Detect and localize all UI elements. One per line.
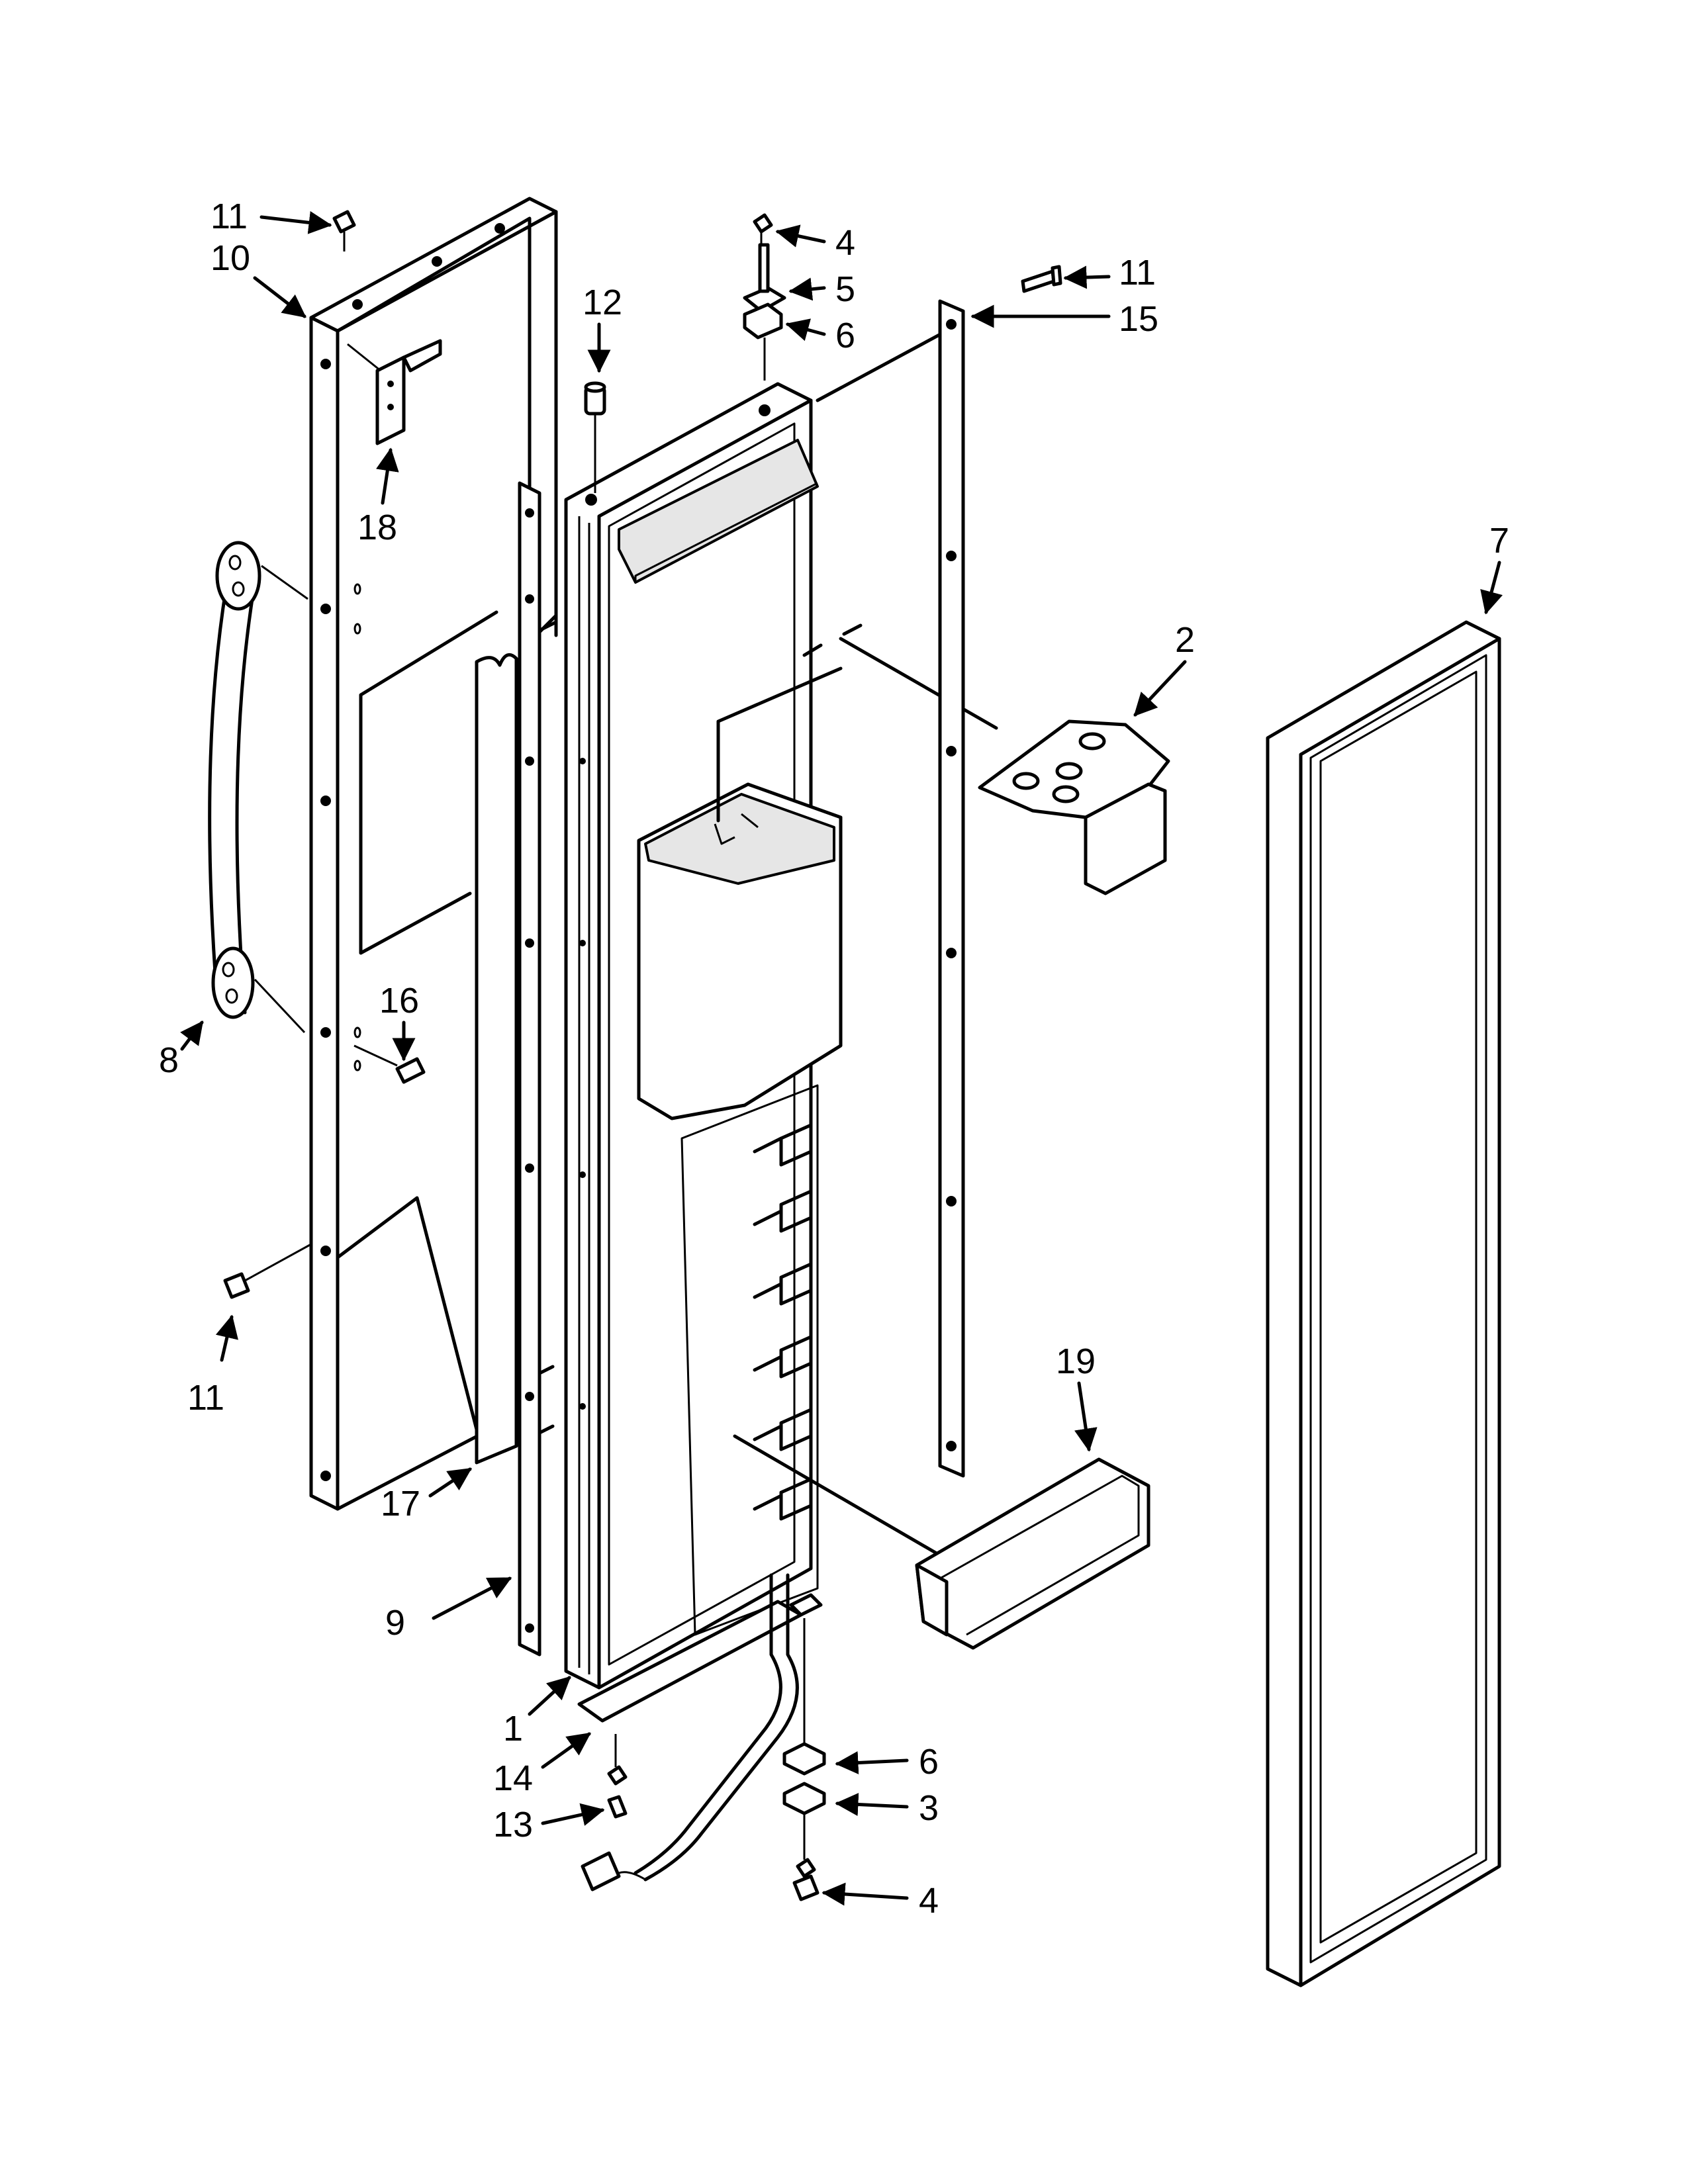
callout-4-bottom: 4 [792, 1874, 939, 1921]
callout-label: 18 [357, 508, 397, 547]
callout-label: 12 [583, 283, 622, 322]
callout-label: 3 [919, 1788, 939, 1828]
callout-4-top: 4 [775, 223, 855, 263]
callout-label: 14 [493, 1758, 533, 1798]
callout-11-lower-left: 11 [187, 1243, 312, 1418]
side-strip [475, 481, 558, 1657]
callout-label: 6 [835, 316, 855, 355]
callout-13: 13 [493, 1795, 628, 1844]
callout-11-top-left: 11 [211, 197, 356, 251]
callout-10: 10 [211, 238, 306, 318]
callout-label: 2 [1175, 620, 1195, 660]
bottom-hinge-hardware [577, 1593, 826, 1878]
callout-15: 15 [970, 299, 1158, 339]
callout-11-top-right: 11 [1063, 253, 1156, 293]
callout-7: 7 [1480, 521, 1509, 615]
callout-label: 8 [159, 1040, 179, 1080]
door-handle [208, 541, 308, 1034]
callout-3: 3 [835, 1788, 939, 1828]
callout-label: 11 [1119, 253, 1156, 293]
callout-label: 11 [187, 1378, 224, 1418]
callout-18: 18 [357, 447, 399, 547]
callout-label: 17 [381, 1484, 420, 1524]
callout-12: 12 [583, 283, 622, 373]
door-bin [915, 1457, 1150, 1650]
door-gasket [1266, 620, 1501, 1987]
callout-5: 5 [788, 269, 855, 309]
hinge-strip [938, 265, 1062, 1478]
callout-label: 9 [385, 1603, 405, 1643]
callout-label: 13 [493, 1805, 533, 1844]
hinge-bushing [584, 381, 606, 493]
top-hinge-hardware [743, 213, 786, 381]
callout-14: 14 [493, 1732, 591, 1798]
callout-label: 5 [835, 269, 855, 309]
callout-6-bottom: 6 [835, 1742, 939, 1782]
callout-label: 10 [211, 238, 250, 278]
callout-19: 19 [1056, 1342, 1098, 1452]
callout-label: 4 [835, 223, 855, 263]
callout-6-top: 6 [785, 316, 855, 355]
callout-9: 9 [385, 1576, 512, 1643]
lower-hinge-plate [978, 719, 1170, 895]
callout-label: 4 [919, 1881, 939, 1921]
callout-1: 1 [503, 1676, 571, 1749]
callout-label: 19 [1056, 1342, 1096, 1381]
callout-2: 2 [1133, 620, 1195, 717]
callout-16: 16 [353, 981, 426, 1084]
hinge-bracket [347, 339, 442, 445]
callout-label: 11 [211, 197, 248, 236]
callout-17: 17 [381, 1467, 472, 1524]
callout-label: 1 [503, 1709, 523, 1749]
callout-8: 8 [159, 1021, 204, 1080]
wire-harness [581, 1573, 799, 1891]
freezer-door-assembly [564, 329, 998, 1690]
callout-label: 16 [379, 981, 419, 1021]
callout-label: 6 [919, 1742, 939, 1782]
callout-label: 15 [1119, 299, 1158, 339]
callout-label: 7 [1489, 521, 1509, 561]
